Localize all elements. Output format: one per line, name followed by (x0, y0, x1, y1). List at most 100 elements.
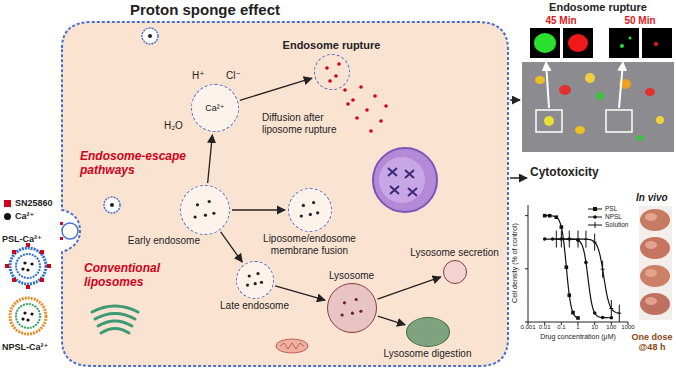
liposome-dot (194, 215, 197, 218)
cytotoxicity-chart (545, 239, 612, 318)
liposome-dot (300, 214, 303, 217)
diffusing-drug-dots (325, 66, 329, 70)
cytotoxicity-chart (556, 239, 619, 313)
late-endosome: Late endosome (236, 261, 274, 299)
endocytic-vesicle (60, 222, 63, 225)
lysosome: Lysosome (327, 283, 377, 333)
endocytic-vesicle (60, 28, 158, 240)
cytotoxicity-chart (559, 239, 563, 240)
cytotoxicity-chart (551, 237, 555, 241)
liposome-dot (343, 301, 346, 304)
proton-sponge-endosome: Ca²⁺ (191, 84, 239, 132)
tick-label: 1 (563, 324, 593, 331)
time-label: 50 Min (618, 15, 662, 27)
liposome-dot (309, 213, 312, 216)
cytotoxicity-chart (525, 215, 528, 216)
liposome-dot (254, 282, 257, 285)
pathway-heading: Conventional liposomes (84, 262, 196, 290)
nucleus (388, 168, 417, 196)
cytotoxicity-chart (576, 316, 580, 320)
diffusing-drug-dots (351, 98, 355, 102)
fusion-endosome: Liposome/endosome membrane fusion (288, 188, 332, 232)
pathway-arrow (221, 232, 243, 262)
psl-liposome-icon (16, 254, 40, 278)
legend-entry: PSL (588, 205, 617, 212)
liposome-dot (341, 313, 344, 316)
node-heading: Late endosome (209, 300, 301, 312)
tumor-photos (645, 269, 657, 277)
nucleus (373, 148, 437, 212)
legend-sample (588, 214, 602, 220)
liposome-dot (359, 310, 362, 313)
panel-heading: In vivo (636, 192, 676, 204)
tumor-photos (645, 213, 657, 221)
golgi-apparatus (98, 321, 132, 326)
node-heading: Lysosome digestion (372, 348, 484, 360)
liposome-name: NPSL-Ca²⁺ (2, 342, 62, 352)
tick-label: 0.001 (513, 324, 543, 331)
liposome-dots (328, 284, 375, 331)
psl-liposome-icon (5, 243, 51, 289)
cytotoxicity-chart (560, 225, 564, 229)
legend-entry: SN25860 (4, 198, 53, 208)
legend-text: Solution (605, 221, 629, 228)
liposome-dot (256, 272, 259, 275)
pathway-arrow (232, 209, 285, 210)
golgi-apparatus (92, 306, 138, 333)
tumor-photos (639, 206, 672, 320)
liposome-dot (355, 298, 358, 301)
psl-liposome-icon (40, 278, 44, 282)
microscopy-images (606, 110, 632, 132)
diffusing-drug-dots (355, 116, 359, 120)
cytotoxicity-chart (525, 322, 528, 323)
diffusing-drug-dots (346, 102, 350, 106)
legend-sample (593, 215, 597, 219)
axis-title: Drug concentration (μM) (528, 333, 628, 341)
tumor-photos (640, 265, 670, 287)
process-note: Diffusion after liposome rupture (262, 112, 358, 135)
tick-label: 0.01 (530, 324, 560, 331)
microscopy-images (642, 28, 672, 58)
nucleus (379, 157, 425, 203)
tumor-photos (645, 297, 657, 305)
cytotoxicity-chart (545, 216, 578, 318)
ion-label: H⁺ (192, 70, 208, 82)
microscopy-images (596, 92, 604, 100)
psl-liposome-icon (21, 267, 24, 270)
cytotoxicity-chart (567, 293, 571, 297)
diffusing-drug-dots (365, 108, 369, 112)
tumor-photos (640, 293, 670, 315)
cytotoxicity-chart (601, 316, 605, 320)
golgi-apparatus (92, 306, 138, 312)
diffusing-drug-dots (343, 88, 347, 92)
panel-arrow (510, 177, 527, 179)
microscopy-images (522, 62, 674, 152)
liposome-dots (181, 186, 228, 233)
npsl-liposome-icon (10, 298, 46, 334)
endocytic-vesicle (62, 223, 78, 239)
microscopy-images (654, 42, 658, 46)
psl-liposome-icon (12, 278, 16, 282)
endocytic-vesicle (110, 203, 114, 207)
cytotoxicity-chart (584, 261, 588, 265)
psl-liposome-icon (12, 250, 16, 254)
cytotoxicity-chart (617, 313, 621, 314)
cytotoxicity-chart (565, 265, 569, 269)
diffusing-drug-dots (337, 62, 341, 66)
cytotoxicity-chart (525, 268, 528, 269)
liposome-dot (351, 312, 354, 315)
pathway-arrow (208, 135, 213, 183)
cytotoxicity-chart (584, 239, 588, 240)
cytotoxicity-chart (554, 239, 558, 240)
cytotoxicity-chart (543, 214, 547, 218)
legend-entry: Solution (588, 221, 629, 228)
cytotoxicity-chart (548, 214, 552, 218)
legend-sample (588, 206, 602, 212)
microscopy-images (645, 88, 655, 96)
axis-title: Cell density (% of control) (511, 203, 519, 323)
liposome-name: PSL-Ca²⁺ (2, 234, 62, 244)
diffusing-drug-dots (373, 94, 377, 98)
npsl-liposome-icon (30, 312, 33, 315)
psl-liposome-icon (23, 261, 26, 264)
psl-liposome-icon (47, 264, 51, 268)
